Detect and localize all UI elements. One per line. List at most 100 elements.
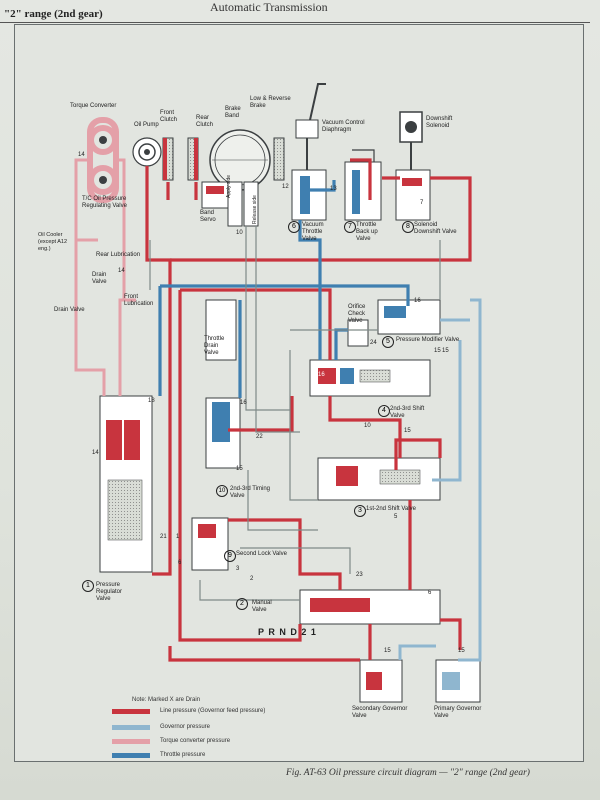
label-apply-side: Apply side xyxy=(226,174,232,198)
label-front-lubrication: Front Lubrication xyxy=(124,294,154,307)
valve-number-3: 3 xyxy=(354,505,366,517)
legend-row-converter: Torque converter pressure xyxy=(112,738,230,744)
port-label: 10 xyxy=(364,423,371,429)
label-oil-pump: Oil Pump xyxy=(134,122,159,128)
oil-pump xyxy=(132,137,162,167)
torque-converter xyxy=(87,117,119,203)
valve-number-4: 4 xyxy=(378,405,390,417)
valve-number-1: 1 xyxy=(82,580,94,592)
legend-swatch xyxy=(112,708,150,714)
timing-23-valve xyxy=(205,397,241,469)
legend-swatch xyxy=(112,752,150,758)
label-selector-positions: P R N D 2 1 xyxy=(258,627,317,637)
port-label: 16 xyxy=(240,400,247,406)
label-rear-clutch: Rear Clutch xyxy=(196,115,214,128)
label-rear-lubrication: Rear Lubrication xyxy=(96,252,141,258)
port-label: 14 xyxy=(92,450,99,456)
primary-governor xyxy=(435,659,481,703)
rear-clutch xyxy=(187,137,199,181)
port-label: 12 xyxy=(282,184,289,190)
label-front-clutch: Front Clutch xyxy=(160,110,178,123)
port-label: 6 xyxy=(428,590,432,596)
port-label: 21 xyxy=(160,534,167,540)
port-label: 24 xyxy=(370,340,377,346)
port-label: 15 xyxy=(442,348,449,354)
converter-pressure-lines xyxy=(74,158,136,396)
label-solenoid-downshift-valve: Solenoid Downshift Valve xyxy=(414,222,457,235)
label-torque-converter: Torque Converter xyxy=(70,103,117,109)
label-manual-valve: Manual Valve xyxy=(252,600,272,613)
port-label: 18 xyxy=(148,398,155,404)
port-label: 1 xyxy=(176,534,180,540)
legend-note: Note: Marked X are Drain xyxy=(132,697,201,703)
valve-number-10: 10 xyxy=(216,485,228,497)
valve-number-6: 6 xyxy=(288,221,300,233)
throttle-drain-valve xyxy=(205,299,237,361)
port-label: 15 xyxy=(404,428,411,434)
label-release-side: Release side xyxy=(252,195,258,224)
shift-23-valve xyxy=(309,359,431,397)
port-label: 15 xyxy=(384,648,391,654)
valve-number-9: 9 xyxy=(224,550,236,562)
port-label: 15 xyxy=(458,648,465,654)
orifice-check-valve xyxy=(347,319,369,347)
label-drain-valve-1: Drain Valve xyxy=(92,272,107,285)
legend-swatch xyxy=(112,738,150,744)
label-drain-valve-2: Drain Valve xyxy=(54,307,85,313)
throttle-backup-valve xyxy=(344,149,382,221)
port-label: 10 xyxy=(236,230,243,236)
brake-band-drum xyxy=(209,129,271,191)
label-primary-governor: Primary Governor Valve xyxy=(434,706,482,719)
legend-label: Throttle pressure xyxy=(160,752,206,758)
legend-row-throttle: Throttle pressure xyxy=(112,752,205,758)
label-orifice-check-valve: Orifice Check Valve xyxy=(348,304,366,324)
range-heading: "2" range (2nd gear) xyxy=(4,8,103,20)
valve-number-2: 2 xyxy=(236,598,248,610)
port-label: 23 xyxy=(356,572,363,578)
port-label: 7 xyxy=(420,200,424,206)
label-downshift-solenoid: Downshift Solenoid xyxy=(426,116,453,129)
valve-number-8: 8 xyxy=(402,221,414,233)
front-clutch xyxy=(162,137,174,181)
label-23-shift-valve: 2nd-3rd Shift Valve xyxy=(390,406,425,419)
vacuum-throttle-valve xyxy=(291,169,327,221)
port-label: 2 xyxy=(250,576,254,582)
label-23-timing-valve: 2nd-3rd Timing Valve xyxy=(230,486,271,499)
pressure-regulator-valve xyxy=(99,395,153,573)
port-label: 16 xyxy=(414,298,421,304)
throttle-pressure-lines xyxy=(158,180,410,398)
port-label: 15 xyxy=(236,466,243,472)
port-label: 22 xyxy=(256,434,263,440)
label-throttle-drain-valve: Throttle Drain Valve xyxy=(204,336,225,356)
solenoid-downshift-valve xyxy=(395,169,431,221)
label-vacuum-diaphragm: Vacuum Control Diaphragm xyxy=(322,120,365,133)
section-title: Automatic Transmission xyxy=(210,0,328,14)
valve-number-5: 5 xyxy=(382,336,394,348)
label-vacuum-throttle-valve: Vacuum Throttle Valve xyxy=(302,222,324,242)
secondary-governor xyxy=(359,659,403,703)
label-second-lock-valve: Second Lock Valve xyxy=(236,551,287,557)
valve-number-7: 7 xyxy=(344,221,356,233)
low-reverse-brake xyxy=(273,137,285,181)
pressure-modifier-valve xyxy=(377,299,441,335)
downshift-solenoid xyxy=(399,111,423,170)
label-pressure-modifier-valve: Pressure Modifier Valve xyxy=(396,337,460,343)
label-12-shift-valve: 1st-2nd Shift Valve xyxy=(366,506,416,512)
vacuum-control-diaphragm xyxy=(295,83,326,170)
port-label: 14 xyxy=(118,268,125,274)
auxiliary-lines xyxy=(149,226,441,601)
port-label: 15 xyxy=(434,348,441,354)
port-label: 13 xyxy=(330,186,337,192)
governor-pressure-lines xyxy=(398,298,482,662)
label-secondary-governor: Secondary Governor Valve xyxy=(352,706,408,719)
label-pressure-regulator: Pressure Regulator Valve xyxy=(96,582,123,602)
legend-row-line: Line pressure (Governor feed pressure) xyxy=(112,708,265,714)
header-rule xyxy=(0,22,590,23)
legend-label: Governor pressure xyxy=(160,724,211,730)
port-label: 5 xyxy=(394,514,398,520)
legend-label: Line pressure (Governor feed pressure) xyxy=(160,708,266,714)
label-low-reverse-brake: Low & Reverse Brake xyxy=(250,96,291,109)
port-label: 6 xyxy=(178,560,182,566)
